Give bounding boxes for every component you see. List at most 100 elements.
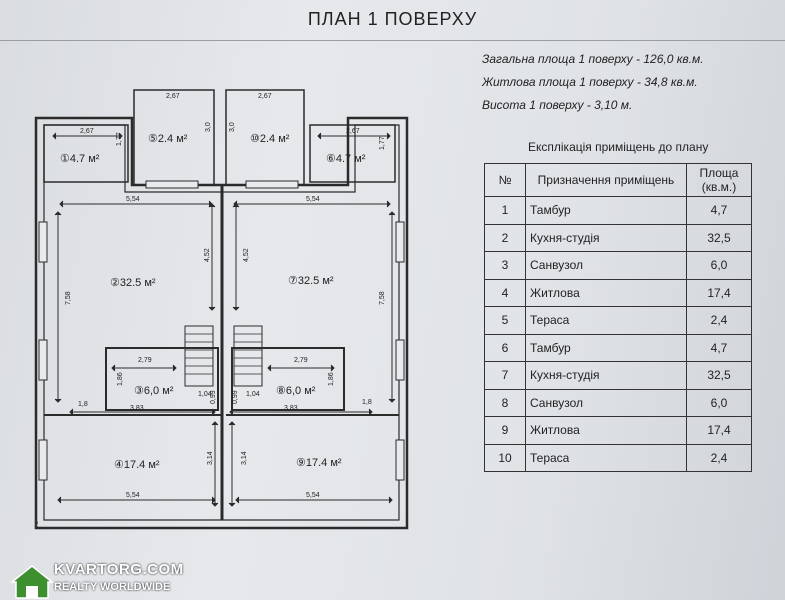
- row-number: 2: [484, 223, 526, 252]
- room-8-label: ⑧6,0 м²: [276, 385, 316, 397]
- floor-plan: ①4.7 м² ⑤2.4 м² ⑩2.4 м² ⑥4.7 м² ②32.5 м²…: [34, 89, 409, 530]
- dim-line: [232, 203, 240, 311]
- explication-header-row: № Призначення приміщень Площа (кв.м.): [484, 163, 752, 197]
- title-band: ПЛАН 1 ПОВЕРХУ: [0, 0, 785, 41]
- row-area: 2,4: [686, 306, 752, 335]
- row-purpose: Тераса: [525, 306, 687, 335]
- col-purpose-header: Призначення приміщень: [525, 163, 687, 197]
- house-logo-icon: [9, 565, 55, 599]
- row-purpose: Санвузол: [525, 251, 687, 280]
- row-area: 6,0: [686, 251, 752, 280]
- dim-label: 1,04: [246, 391, 260, 398]
- dim-label: 1,86: [328, 372, 335, 386]
- window: [245, 180, 299, 189]
- row-purpose: Кухня-студія: [525, 361, 687, 390]
- outer-wall: [34, 116, 409, 530]
- dim-label: 2,67: [346, 128, 360, 135]
- window: [395, 339, 405, 381]
- row-purpose: Кухня-студія: [525, 223, 687, 252]
- row-number: 8: [484, 388, 526, 417]
- stair-left-treads: [185, 333, 213, 375]
- dim-label: 1,04: [198, 391, 212, 398]
- dim-line: [208, 203, 216, 311]
- room-9-label: ⑨17.4 м²: [296, 457, 342, 469]
- row-purpose: Житлова: [525, 416, 687, 445]
- dim-label: 5,54: [126, 492, 140, 499]
- col-number-header: №: [484, 163, 526, 197]
- dim-label: 3,14: [207, 451, 214, 465]
- row-number: 4: [484, 278, 526, 307]
- dim-line: [111, 364, 177, 372]
- dim-line: [235, 496, 393, 504]
- room-10-label: ⑩2.4 м²: [250, 133, 290, 145]
- dim-label: 1,86: [117, 372, 124, 386]
- dim-label: 4,52: [243, 248, 250, 262]
- dim-label: 2,67: [258, 93, 272, 100]
- room-7-label: ⑦32.5 м²: [288, 275, 334, 287]
- dim-line: [69, 408, 216, 416]
- room-3-label: ③6,0 м²: [134, 385, 174, 397]
- dim-line: [267, 364, 335, 372]
- room-4-label: ④17.4 м²: [114, 459, 160, 471]
- dim-label: 2,79: [138, 357, 152, 364]
- dim-label: 3,83: [130, 405, 144, 412]
- dim-label: 0,99: [210, 390, 217, 404]
- dim-label: 4,52: [204, 248, 211, 262]
- dim-label: 5,54: [306, 492, 320, 499]
- room-1-label: ①4.7 м²: [60, 153, 100, 165]
- watermark-sub: REALTY WORLDWIDE: [54, 581, 171, 593]
- dim-line: [52, 132, 123, 140]
- stair-left: [184, 325, 214, 387]
- dim-label: 1,8: [362, 399, 372, 406]
- window: [395, 221, 405, 263]
- vestibule-left-wall: [43, 124, 129, 183]
- dim-line: [229, 408, 373, 416]
- watermark-main: KVARTORG.COM: [54, 561, 184, 578]
- dim-line: [54, 211, 62, 403]
- row-number: 10: [484, 443, 526, 472]
- dim-label: 5,54: [306, 196, 320, 203]
- window: [38, 221, 48, 263]
- row-number: 1: [484, 196, 526, 225]
- window: [38, 439, 48, 481]
- dim-line: [211, 421, 219, 507]
- room-2-label: ②32.5 м²: [110, 277, 156, 289]
- page-title: ПЛАН 1 ПОВЕРХУ: [307, 9, 478, 29]
- stair-right-treads: [234, 333, 262, 375]
- dim-label: 3,0: [205, 122, 212, 132]
- row-area: 4,7: [686, 196, 752, 225]
- total-area-text: Загальна площа 1 поверху - 126,0 кв.м.: [482, 52, 704, 66]
- row-area: 6,0: [686, 388, 752, 417]
- row-area: 32,5: [686, 361, 752, 390]
- bath-right-wall: [231, 347, 345, 411]
- window: [145, 180, 199, 189]
- room-6-label: ⑥4.7 м²: [326, 153, 366, 165]
- living-area-text: Житлова площа 1 поверху - 34,8 кв.м.: [482, 75, 698, 89]
- dim-label: 2,67: [80, 128, 94, 135]
- row-purpose: Тамбур: [525, 333, 687, 362]
- height-text: Висота 1 поверху - 3,10 м.: [482, 98, 633, 112]
- vestibule-right-wall: [309, 124, 396, 183]
- row-purpose: Житлова: [525, 278, 687, 307]
- row-purpose: Санвузол: [525, 388, 687, 417]
- dim-label: 3,14: [241, 451, 248, 465]
- bath-left-wall: [105, 347, 219, 411]
- row-number: 6: [484, 333, 526, 362]
- window: [38, 339, 48, 381]
- page-mark: 2: [34, 520, 39, 529]
- row-area: 2,4: [686, 443, 752, 472]
- dim-label: 3,83: [284, 405, 298, 412]
- row-area: 17,4: [686, 278, 752, 307]
- explication-title: Експлікація приміщень до плану: [528, 140, 709, 154]
- dim-label: 2,67: [166, 93, 180, 100]
